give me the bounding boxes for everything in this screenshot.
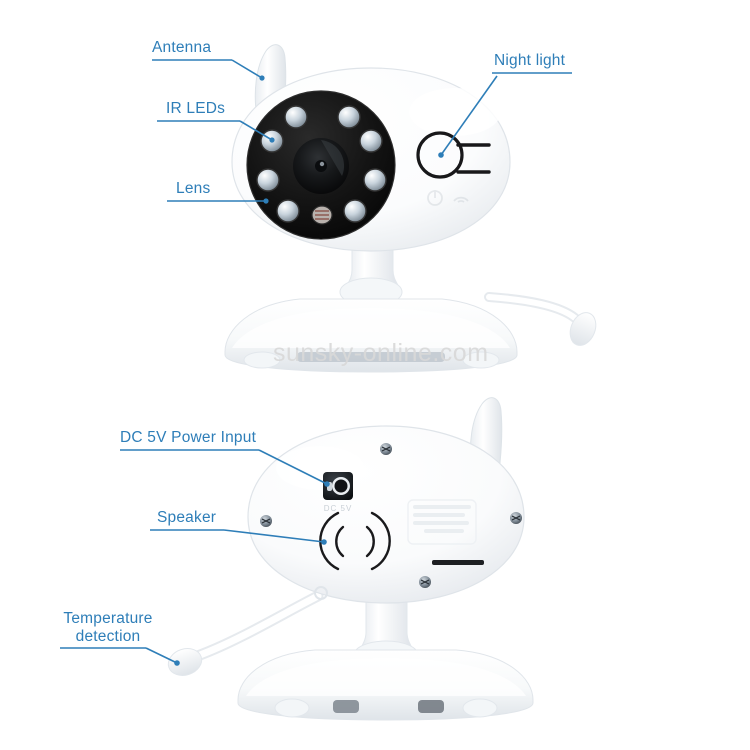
svg-text:DC 5V: DC 5V	[324, 504, 353, 513]
callout-speaker-label: Speaker	[157, 509, 217, 526]
callout-lens-label: Lens	[176, 180, 211, 197]
callout-dc-power-input-label: DC 5V Power Input	[120, 429, 257, 446]
callout-night-light-label: Night light	[494, 52, 566, 69]
watermark: sunsky-online.com	[273, 339, 489, 367]
callout-ir-leds-label: IR LEDs	[166, 100, 226, 117]
front-view-group	[224, 44, 597, 373]
temperature-label-line1: Temperature	[63, 610, 153, 627]
rear-view-group: DC 5V	[167, 397, 534, 721]
callout-antenna-label: Antenna	[152, 39, 212, 56]
callout-leader-lines	[60, 59, 572, 666]
temperature-label-line2: detection	[75, 628, 141, 646]
callout-temperature-detection-label: Temperature detection	[60, 610, 156, 647]
